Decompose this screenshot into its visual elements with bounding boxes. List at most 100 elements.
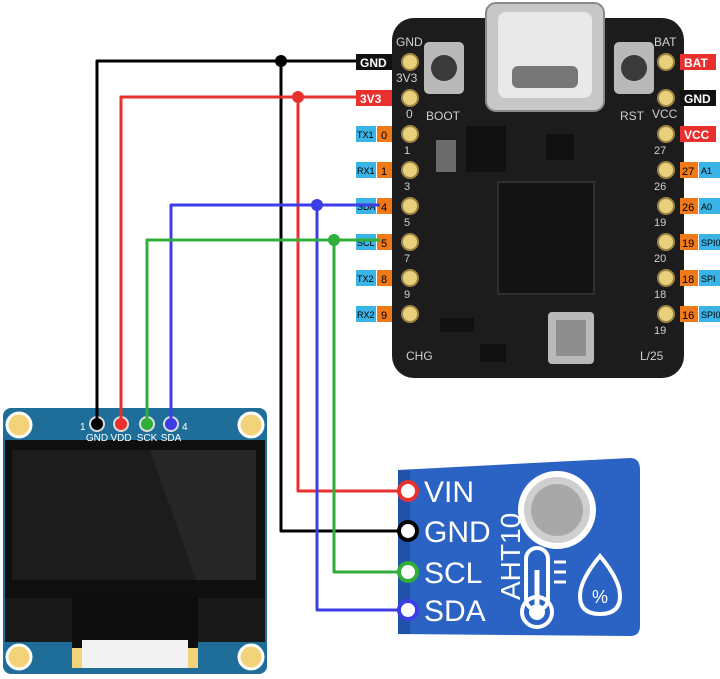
mount-hole-tr	[237, 411, 265, 439]
sensor-pin-label: SCL	[424, 557, 482, 590]
pin-number-tag	[680, 270, 698, 286]
mcu-pad	[657, 233, 675, 251]
mcu-pad	[657, 197, 675, 215]
sensor-pin-label: SDA	[424, 595, 486, 628]
pin-tag-label: BAT	[684, 56, 708, 70]
silk-right-number: 26	[654, 181, 666, 193]
pin-number-label: 8	[381, 274, 387, 286]
wire-sda	[169, 203, 380, 424]
pin-number-tag	[377, 126, 392, 142]
pin-number-tag	[680, 162, 698, 178]
oled-glare	[150, 450, 256, 580]
sensor-pin	[397, 561, 419, 583]
mount-hole-br	[237, 643, 265, 671]
wire-sda-sensor	[315, 205, 399, 612]
mcu-pad	[657, 89, 675, 107]
pin-tag-label: A0	[701, 202, 712, 212]
pin-tag-label: RX1	[357, 166, 375, 176]
mcu-board: GND 3V3 0 BOOT RST BAT VCC CHG L/25 1234…	[392, 2, 684, 378]
oled-pin-label: VDD	[110, 433, 131, 444]
wire-scl-sensor	[332, 240, 399, 574]
pin-number-tag	[377, 234, 392, 250]
wire-junction-sda	[311, 199, 323, 211]
silk-l25: L/25	[640, 349, 664, 363]
pin-tag	[356, 162, 376, 178]
pin-number-tag	[680, 306, 698, 322]
pin-number-tag	[377, 198, 392, 214]
mcu-pad	[401, 305, 419, 323]
silk-right-number: 20	[654, 253, 666, 265]
mcu-pad	[401, 197, 419, 215]
mount-hole-bl	[5, 643, 33, 671]
mcu-pad	[401, 53, 419, 71]
silk-chg: CHG	[406, 349, 433, 363]
wires	[95, 55, 399, 612]
wire-vdd-sensor	[296, 97, 399, 493]
pin-tag-label: VCC	[684, 128, 710, 142]
pin-tag-label: 3V3	[360, 92, 382, 106]
sensor-pin-label: VIN	[424, 476, 474, 509]
pin-tag-label: TX1	[357, 130, 374, 140]
pin-number-tag	[377, 270, 392, 286]
oled-pin-label: SCK	[137, 433, 158, 444]
pin-tag-label: RX2	[357, 310, 375, 320]
pin-number-tag	[680, 198, 698, 214]
mcu-pad	[401, 233, 419, 251]
pin-tag	[356, 234, 376, 250]
crystal-top	[556, 320, 586, 356]
mcu-pad	[657, 125, 675, 143]
sensor-name: AHT10	[495, 513, 526, 600]
smd-part-2	[480, 344, 506, 362]
wire-scl	[145, 238, 380, 424]
silk-left-number: 1	[404, 145, 410, 157]
boot-button-cap	[431, 55, 457, 81]
oled-pin-4-label: 4	[182, 422, 188, 433]
pin-number-label: 26	[682, 202, 694, 214]
sensor-pin	[397, 480, 419, 502]
pin-tag-label: GND	[360, 56, 387, 70]
humidity-percent: %	[592, 587, 608, 607]
mcu-pad	[401, 89, 419, 107]
silk-rst: RST	[620, 109, 645, 123]
right-pads	[657, 53, 675, 323]
pin-number-label: 0	[381, 130, 387, 142]
rst-button-cap	[621, 55, 647, 81]
silk-left-number: 9	[404, 289, 410, 301]
sensor-edge	[398, 470, 410, 634]
silk-0: 0	[406, 107, 413, 121]
silk-boot: BOOT	[426, 109, 461, 123]
pin-number-tag	[377, 306, 392, 322]
pin-tag	[356, 270, 376, 286]
mcu-pad	[657, 305, 675, 323]
wire-junction-gnd	[275, 55, 287, 67]
pin-tag	[680, 126, 716, 142]
pin-number-tag	[680, 234, 698, 250]
pin-tag-label: A1	[701, 166, 712, 176]
mcu-pad	[657, 161, 675, 179]
flash-chip	[466, 126, 506, 172]
pin-tag	[356, 90, 392, 106]
pin-tag	[356, 54, 392, 70]
wire-gnd-sensor	[279, 61, 399, 533]
oled-flex-contact	[188, 648, 198, 668]
oled-flex-contact	[72, 648, 82, 668]
mcu-pad	[401, 161, 419, 179]
wire-junction-vdd	[292, 91, 304, 103]
silk-left-number: 5	[404, 217, 410, 229]
pin-number-label: 19	[682, 238, 694, 250]
usb-c-port	[512, 66, 578, 88]
pin-number-tag	[377, 162, 392, 178]
pin-tag	[699, 234, 720, 250]
sensor-hole-inner	[531, 484, 583, 536]
pin-tag-label: SPI	[701, 274, 716, 284]
pin-number-label: 1	[381, 166, 387, 178]
pin-tag-label: SDA	[357, 202, 376, 212]
pin-tag	[356, 306, 376, 322]
pin-tag	[699, 162, 720, 178]
thermometer-icon	[520, 546, 566, 629]
silk-left-number: 7	[404, 253, 410, 265]
